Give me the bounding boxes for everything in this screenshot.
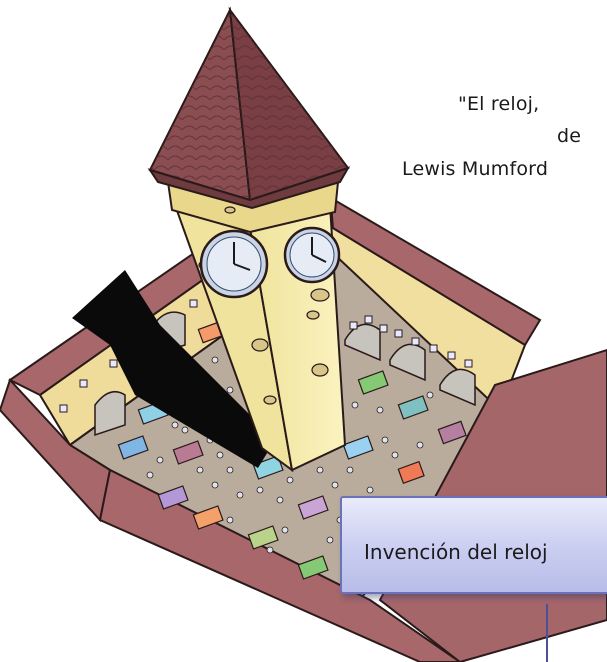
caption-box: Invención del reloj	[340, 496, 607, 594]
quote-line-1: "El reloj,	[458, 93, 540, 115]
clock-face-left	[199, 229, 269, 299]
tower-shadow	[72, 270, 275, 468]
quote-line-2: de	[557, 125, 582, 147]
divider-line	[546, 604, 548, 662]
clock-face-right	[283, 226, 341, 284]
caption-text: Invención del reloj	[364, 540, 548, 564]
quote-line-3: Lewis Mumford	[402, 158, 549, 180]
